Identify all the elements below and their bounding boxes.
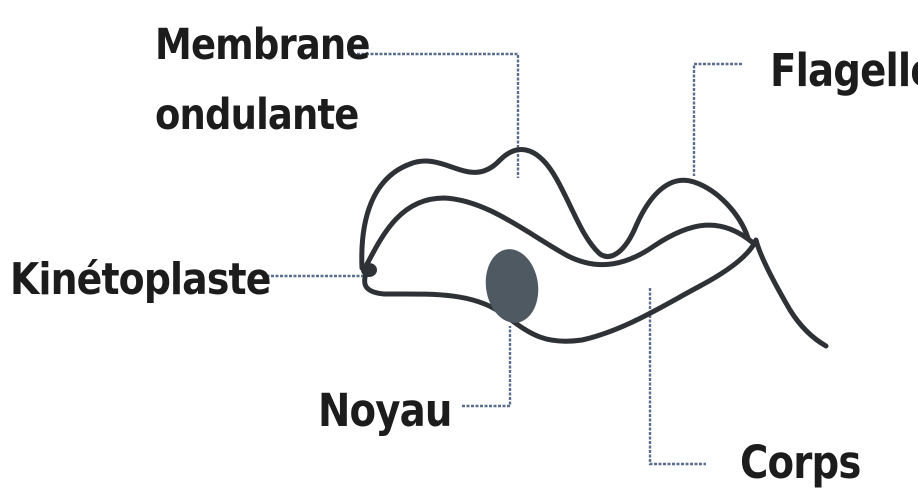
label-membrane-line2: ondulante xyxy=(155,90,359,140)
label-kinetoplaste: Kinétoplaste xyxy=(10,254,271,305)
label-corps: Corps xyxy=(740,436,861,489)
leader-membrane xyxy=(348,52,520,178)
label-noyau: Noyau xyxy=(318,384,452,437)
leader-noyau xyxy=(462,326,512,408)
kinetoplast xyxy=(361,263,377,277)
undulating-membrane xyxy=(359,147,751,271)
body-outline xyxy=(362,237,829,349)
label-flagelle: Flagelle xyxy=(770,44,918,97)
flagellum-inner-line xyxy=(363,195,755,269)
leader-corps xyxy=(648,288,706,466)
label-membrane-line1: Membrane xyxy=(155,20,370,70)
leader-flagelle xyxy=(692,62,742,176)
nucleus xyxy=(485,249,539,323)
